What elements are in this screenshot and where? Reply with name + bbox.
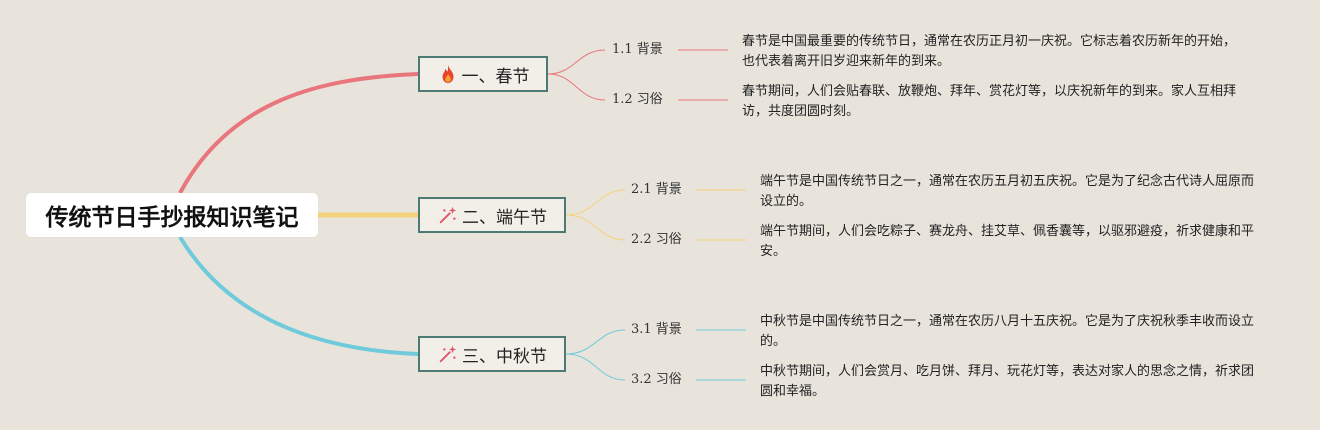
leaf-text-2-2: 端午节期间，人们会吃粽子、赛龙舟、挂艾草、佩香囊等，以驱邪避疫，祈求健康和平安。 [760, 224, 1255, 259]
sub-node-3-1[interactable]: 3.1 背景 [631, 322, 682, 337]
connector-mid [178, 235, 419, 356]
sparkle-icon [437, 343, 459, 365]
sparkle-icon [437, 204, 459, 226]
sub-node-1-2[interactable]: 1.2 习俗 [612, 92, 663, 107]
sub-node-3-2[interactable]: 3.2 习俗 [631, 372, 682, 387]
branch-label: 二、端午节 [462, 207, 547, 228]
connector-dragon-sub2 [565, 214, 626, 241]
connector-mid-sub1 [565, 329, 626, 355]
leaf-text-1-2: 春节期间，人们会贴春联、放鞭炮、拜年、赏花灯等，以庆祝新年的到来。家人互相拜访，… [742, 84, 1237, 119]
leaf-text-3-1: 中秋节是中国传统节日之一，通常在农历八月十五庆祝。它是为了庆祝秋季丰收而设立的。 [760, 314, 1255, 349]
leaf-text-1-1: 春节是中国最重要的传统节日，通常在农历正月初一庆祝。它标志着农历新年的开始，也代… [742, 34, 1237, 69]
leaf-text-2-1: 端午节是中国传统节日之一，通常在农历五月初五庆祝。它是为了纪念古代诗人屈原而设立… [760, 174, 1255, 209]
connector-spring-sub1 [547, 49, 606, 75]
branch-label: 一、春节 [461, 66, 530, 87]
sub-node-2-2[interactable]: 2.2 习俗 [631, 232, 682, 247]
sub-node-2-1[interactable]: 2.1 背景 [631, 182, 682, 197]
branch-dragon-boat-festival[interactable]: 二、端午节 [418, 197, 566, 233]
connector-spring-sub2 [547, 73, 606, 101]
sub-node-1-1[interactable]: 1.1 背景 [612, 42, 663, 57]
branch-mid-autumn-festival[interactable]: 三、中秋节 [418, 336, 566, 372]
connector-dragon-sub1 [565, 189, 626, 216]
branch-spring-festival[interactable]: 一、春节 [418, 56, 548, 92]
root-node[interactable]: 传统节日手抄报知识笔记 [26, 193, 318, 237]
leaf-text-3-2: 中秋节期间，人们会赏月、吃月饼、拜月、玩花灯等，表达对家人的思念之情，祈求团圆和… [760, 364, 1255, 399]
root-title: 传统节日手抄报知识笔记 [45, 205, 299, 231]
connector-mid-sub2 [565, 353, 626, 381]
connector-spring [178, 72, 419, 194]
branch-label: 三、中秋节 [462, 346, 547, 367]
fire-icon [437, 63, 459, 85]
